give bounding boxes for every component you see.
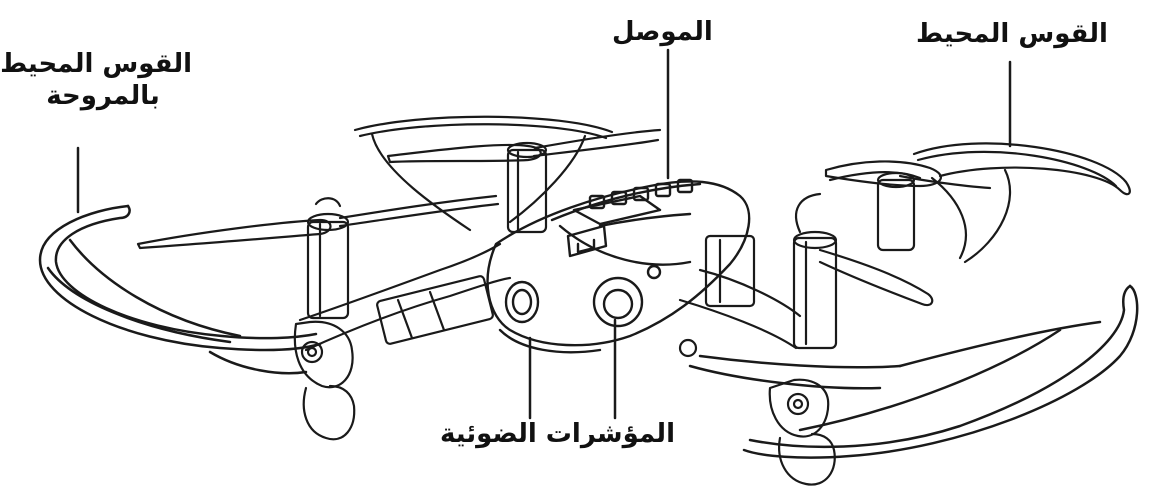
motors-back: [506, 141, 916, 252]
front-right-arm: [678, 192, 934, 350]
label-propeller-guard-left-line1: القوس المحيط: [0, 49, 192, 79]
guard-back-left: [353, 115, 614, 232]
label-light-indicators: المؤشرات الضوئية: [440, 419, 675, 449]
leader-lines: [76, 48, 1012, 420]
front-right-foot: [678, 338, 836, 486]
front-left-arm: [293, 242, 512, 441]
label-connector: الموصل: [612, 17, 713, 47]
label-propeller-guard-left-line2: بالمروحة: [46, 81, 160, 111]
drone-body: [486, 178, 751, 354]
guard-front-left: [38, 204, 322, 375]
label-guard-right: القوس المحيط: [916, 19, 1108, 49]
guard-back-right: [828, 142, 1131, 264]
guard-front-right: [688, 284, 1139, 459]
label-propeller-guard-left: القوس المحيط بالمروحة: [0, 48, 192, 112]
front-left-rotor: [136, 194, 500, 320]
